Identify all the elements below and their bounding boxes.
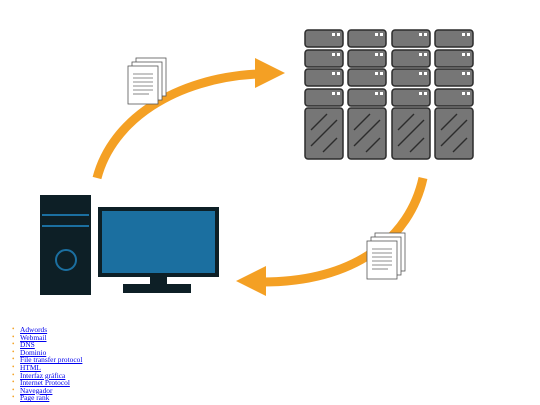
server-storage-unit	[347, 107, 387, 160]
topic-link[interactable]: Navegador	[20, 385, 53, 395]
client-server-diagram	[40, 29, 474, 296]
server-unit	[391, 68, 431, 87]
link-list-item: Internet Protocol	[12, 378, 82, 388]
link-list-item: DNS	[12, 340, 82, 350]
server-unit	[304, 68, 344, 87]
server-unit	[434, 68, 474, 87]
link-list-item: Navegador	[12, 385, 82, 395]
server-unit	[304, 49, 344, 68]
document-stack-icon	[127, 57, 167, 105]
link-list-item: File transfer protocol	[12, 355, 83, 365]
document-stack-icon	[366, 232, 406, 280]
server-unit	[434, 29, 474, 48]
link-list-item: Dominio	[12, 347, 82, 357]
server-unit	[347, 88, 387, 107]
topic-link[interactable]: HTML	[20, 362, 41, 372]
server-unit	[347, 49, 387, 68]
server-rack-icon	[304, 29, 474, 160]
link-list-item: HTML	[12, 362, 82, 372]
server-unit	[304, 29, 344, 48]
server-unit	[391, 29, 431, 48]
topic-link[interactable]: Page rank	[20, 393, 50, 403]
computer-tower-icon	[40, 195, 91, 295]
server-storage-unit	[391, 107, 431, 160]
topic-link[interactable]: Internet Protocol	[20, 378, 70, 388]
topic-links-list: AdwordsWebmailDNSDominioFile transfer pr…	[8, 326, 82, 402]
server-unit	[347, 68, 387, 87]
server-unit	[434, 88, 474, 107]
topic-link[interactable]: Dominio	[20, 347, 47, 357]
topic-link[interactable]: Webmail	[20, 332, 47, 342]
server-unit	[391, 49, 431, 68]
server-unit	[434, 49, 474, 68]
server-unit	[391, 88, 431, 107]
request-arrow	[92, 58, 285, 180]
link-list-item: Webmail	[12, 332, 82, 342]
server-unit	[304, 88, 344, 107]
topic-link[interactable]: Interfaz gráfica	[20, 370, 66, 380]
topic-link[interactable]: File transfer protocol	[20, 355, 83, 365]
monitor-icon	[98, 207, 219, 293]
topic-link[interactable]: Adwords	[20, 325, 48, 334]
link-list-item: Interfaz gráfica	[12, 370, 82, 380]
server-unit	[347, 29, 387, 48]
link-list-item: Adwords	[12, 325, 82, 334]
topic-link[interactable]: DNS	[20, 340, 35, 350]
link-list-item: Page rank	[12, 393, 82, 403]
server-storage-unit	[304, 107, 344, 160]
server-storage-unit	[434, 107, 474, 160]
